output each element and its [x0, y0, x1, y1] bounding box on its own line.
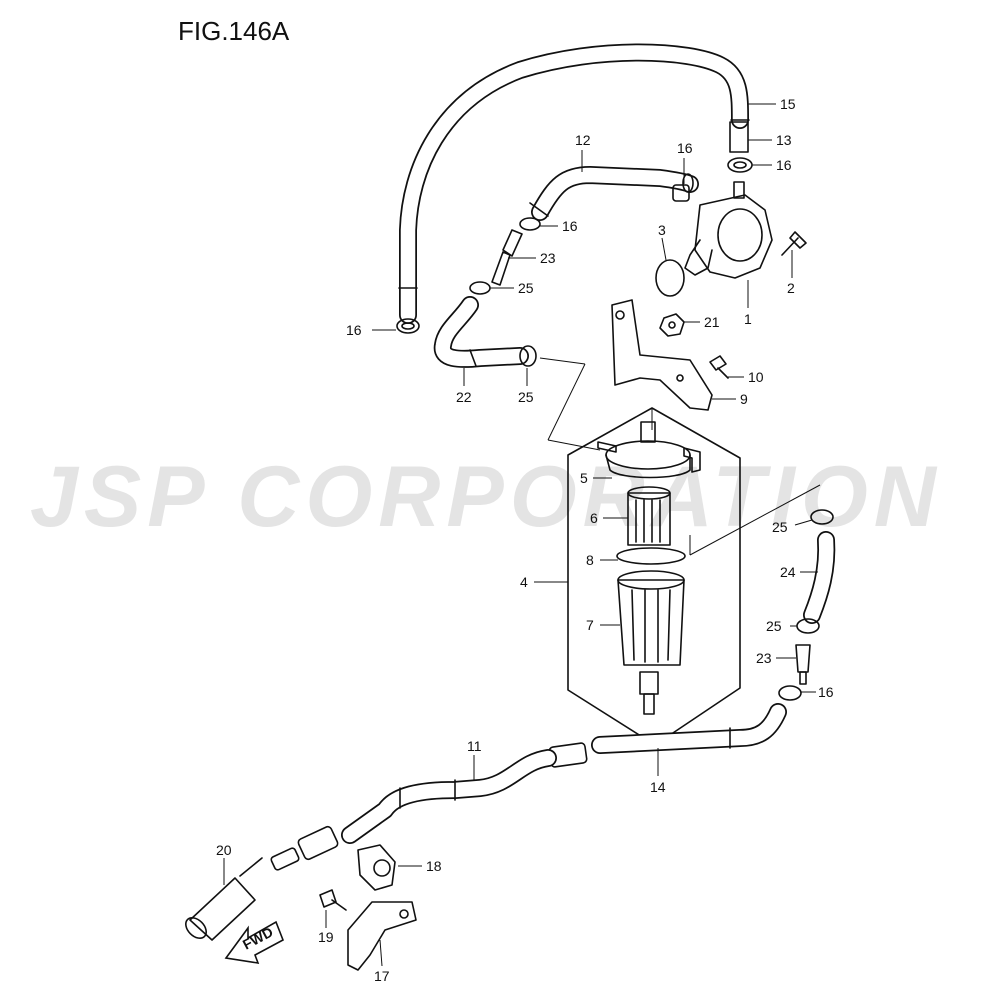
callout-25-d: 25	[766, 618, 782, 634]
callout-leaders	[223, 103, 818, 967]
clamp-16-left	[396, 318, 420, 334]
fuel-pump-1	[684, 181, 773, 279]
callout-25-c: 25	[772, 519, 788, 535]
callout-15: 15	[780, 96, 796, 112]
callout-12: 12	[575, 132, 591, 148]
callout-13: 13	[776, 132, 792, 148]
bracket-9	[611, 299, 713, 411]
callout-16-a: 16	[677, 140, 693, 156]
callout-8: 8	[586, 552, 594, 568]
callout-10: 10	[748, 369, 764, 385]
bolt-19	[319, 889, 347, 911]
callout-23-a: 23	[540, 250, 556, 266]
bracket-17	[347, 901, 417, 971]
clip-18	[357, 844, 396, 891]
fwd-arrow-icon: FWD	[224, 920, 285, 965]
joint-23-upper	[491, 229, 523, 286]
callout-24: 24	[780, 564, 796, 580]
callout-20: 20	[216, 842, 232, 858]
joint-23-lower	[795, 644, 811, 685]
callout-4: 4	[520, 574, 528, 590]
callout-25-b: 25	[518, 389, 534, 405]
callout-23-b: 23	[756, 650, 772, 666]
hose-24	[803, 531, 836, 624]
bolt-10	[709, 355, 729, 379]
callout-22: 22	[456, 389, 472, 405]
filter-head-5	[597, 421, 701, 479]
callout-16-b: 16	[776, 157, 792, 173]
callout-17: 17	[374, 968, 390, 984]
callout-19: 19	[318, 929, 334, 945]
clamp-25-mid	[519, 345, 537, 367]
leader-connections	[539, 357, 821, 556]
callout-14: 14	[650, 779, 666, 795]
callout-7: 7	[586, 617, 594, 633]
clamp-16-upper-mid	[672, 184, 690, 202]
nut-21	[659, 313, 685, 337]
bolt-2	[781, 231, 807, 256]
callout-11: 11	[467, 738, 482, 754]
connector-20	[185, 857, 263, 941]
clamp-16-lower-right	[778, 685, 802, 701]
figure-title: FIG.146A	[178, 16, 290, 46]
callout-5: 5	[580, 470, 588, 486]
callout-6: 6	[590, 510, 598, 526]
hose-13	[729, 121, 749, 153]
callout-9: 9	[740, 391, 748, 407]
callout-18: 18	[426, 858, 442, 874]
hose-end-fitting	[270, 825, 339, 871]
o-ring-8	[616, 547, 686, 565]
hose-15	[398, 43, 750, 324]
hose-22	[433, 296, 529, 368]
callout-16-d: 16	[346, 322, 362, 338]
callout-16-e: 16	[818, 684, 834, 700]
clamp-25-upper	[469, 281, 491, 295]
hose-12	[529, 166, 699, 221]
callout-2: 2	[787, 280, 795, 296]
clamp-25-right-upper	[810, 509, 834, 525]
hose-11	[341, 749, 557, 844]
clamp-16-mid	[519, 217, 541, 231]
filter-bowl-7	[617, 570, 685, 715]
o-ring-3	[655, 259, 685, 297]
watermark: JSP CORPORATION	[30, 449, 942, 545]
clamp-16-top-right	[727, 157, 753, 173]
callout-25-a: 25	[518, 280, 534, 296]
callout-1: 1	[744, 311, 752, 327]
callout-21: 21	[704, 314, 720, 330]
hose-14	[591, 703, 787, 754]
callout-16-c: 16	[562, 218, 578, 234]
filter-element-6	[627, 486, 671, 546]
callout-labels: 15 13 12 16 16 16 16 16 3 23 25 2 1 21 1…	[216, 96, 834, 984]
callout-3: 3	[658, 222, 666, 238]
